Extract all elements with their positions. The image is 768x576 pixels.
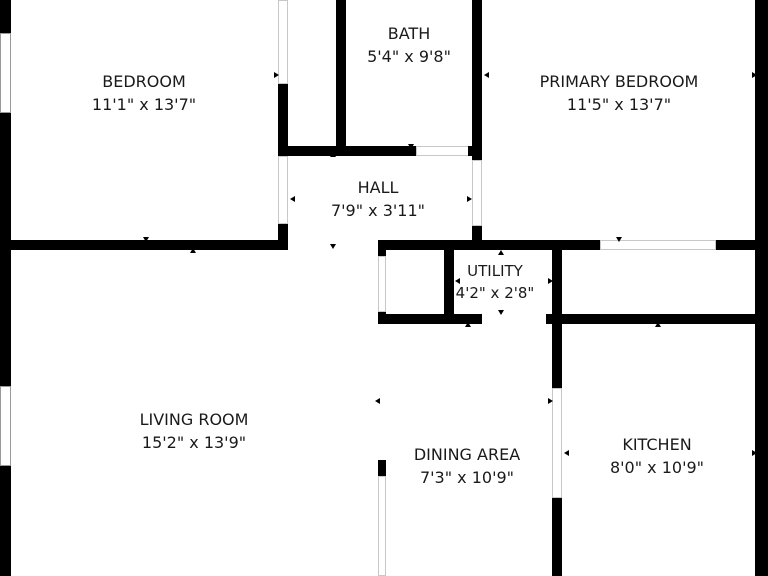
- door-marker: [143, 237, 149, 242]
- wall-kitchen-top: [546, 314, 756, 324]
- room-dimensions: 4'2" x 2'8": [455, 284, 535, 302]
- door-marker: [274, 72, 279, 78]
- room-dimensions: 5'4" x 9'8": [367, 47, 451, 66]
- sliding-door-dining: [378, 476, 386, 576]
- room-name: BATH: [387, 24, 431, 43]
- window-living-room: [0, 386, 11, 466]
- room-dining-area: DINING AREA 7'3" x 10'9": [414, 443, 520, 489]
- wall-primary-bedroom-bottom-right: [716, 240, 756, 250]
- wall-bedroom-right-bottom: [278, 224, 288, 250]
- exterior-wall-right: [755, 0, 768, 576]
- room-name: HALL: [357, 178, 399, 197]
- door-marker: [375, 398, 380, 404]
- wall-utility-left: [444, 250, 454, 320]
- door-closet: [378, 256, 386, 312]
- door-marker: [752, 450, 757, 456]
- room-hall: HALL 7'9" x 3'11": [331, 176, 425, 222]
- door-marker: [498, 250, 504, 255]
- wall-primary-bedroom-bottom: [378, 240, 600, 250]
- door-marker: [655, 322, 661, 327]
- door-marker: [465, 322, 471, 327]
- room-name: UTILITY: [467, 262, 523, 280]
- door-bath: [416, 146, 472, 156]
- door-marker: [408, 144, 414, 149]
- room-dimensions: 11'5" x 13'7": [566, 95, 672, 114]
- wall-bedroom-right-lower: [278, 84, 288, 156]
- door-marker: [484, 72, 489, 78]
- door-primary-bedroom: [472, 160, 482, 226]
- opening-kitchen: [552, 388, 562, 498]
- room-name: DINING AREA: [413, 445, 521, 464]
- wall-utility-bottom-left: [378, 314, 482, 324]
- door-marker: [330, 152, 336, 157]
- wall-hall-top-right: [468, 146, 482, 156]
- door-marker: [290, 196, 295, 202]
- room-bedroom: BEDROOM 11'1" x 13'7": [92, 70, 196, 116]
- wall-bedroom-bottom: [11, 240, 288, 250]
- room-dimensions: 7'3" x 10'9": [419, 468, 515, 487]
- wall-bath-right: [472, 0, 482, 160]
- door-primary-closet: [600, 240, 716, 250]
- door-marker: [467, 196, 472, 202]
- room-primary-bedroom: PRIMARY BEDROOM 11'5" x 13'7": [540, 70, 699, 116]
- wall-kitchen-left-top: [552, 324, 562, 388]
- wall-hall-top: [288, 146, 416, 156]
- room-dimensions: 8'0" x 10'9": [609, 458, 705, 477]
- room-kitchen: KITCHEN 8'0" x 10'9": [610, 433, 704, 479]
- door-marker: [498, 310, 504, 315]
- window-bedroom: [0, 33, 11, 113]
- door-marker: [548, 278, 553, 284]
- room-living-room: LIVING ROOM 15'2" x 13'9": [140, 408, 249, 454]
- room-name: LIVING ROOM: [139, 410, 249, 429]
- door-marker: [752, 72, 757, 78]
- room-dimensions: 7'9" x 3'11": [330, 201, 426, 220]
- room-dimensions: 11'1" x 13'7": [91, 95, 197, 114]
- room-utility: UTILITY 4'2" x 2'8": [456, 260, 535, 304]
- door-marker: [564, 450, 569, 456]
- room-name: BEDROOM: [102, 72, 186, 91]
- door-marker: [616, 237, 622, 242]
- door-marker: [548, 398, 553, 404]
- door-marker: [455, 278, 460, 284]
- wall-bath-left: [336, 0, 346, 156]
- door-marker: [330, 244, 336, 249]
- door-bedroom-closet: [278, 0, 288, 84]
- room-name: KITCHEN: [622, 435, 692, 454]
- room-dimensions: 15'2" x 13'9": [141, 433, 247, 452]
- wall-kitchen-left-bottom: [552, 498, 562, 576]
- wall-utility-right: [552, 250, 562, 324]
- door-marker: [190, 248, 196, 253]
- door-bedroom-hall: [278, 156, 288, 224]
- room-bath: BATH 5'4" x 9'8": [367, 22, 451, 68]
- room-name: PRIMARY BEDROOM: [539, 72, 699, 91]
- wall-primary-bedroom-left-bottom: [472, 226, 482, 250]
- exterior-wall-left: [0, 0, 11, 576]
